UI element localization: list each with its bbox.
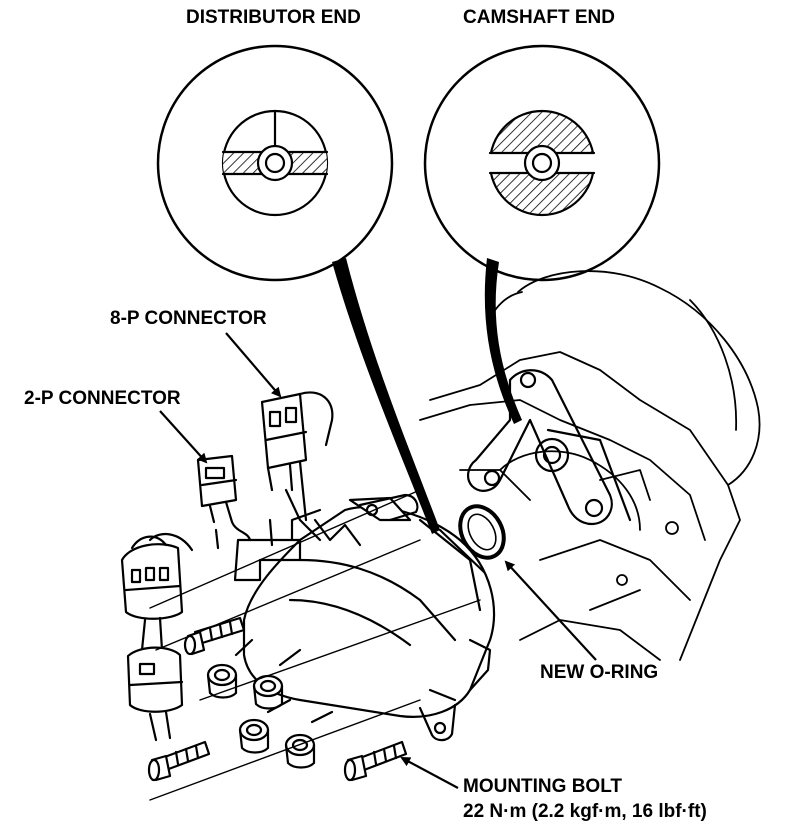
label-arrows <box>159 332 597 789</box>
arrow-o-ring <box>504 560 597 661</box>
distributor-end-label: DISTRIBUTOR END <box>186 7 361 28</box>
new-o-ring-label: NEW O-RING <box>540 662 659 683</box>
eight-pin-connector <box>260 391 334 542</box>
wiring-harness-connector-lower <box>126 646 184 742</box>
distributor-end-detail <box>156 44 394 282</box>
wiring-harness-connector-upper <box>120 532 194 652</box>
arrow-8p-connector <box>225 332 282 398</box>
camshaft-holder-bracket <box>466 369 632 526</box>
distributor-assembly <box>206 493 496 769</box>
mounting-bolt-label: MOUNTING BOLT <box>463 776 623 797</box>
two-pin-connector <box>196 454 252 542</box>
o-ring <box>458 504 506 560</box>
eight-pin-connector-label: 8-P CONNECTOR <box>110 308 267 329</box>
bolt-guide-lines <box>149 489 481 801</box>
arrow-2p-connector <box>159 410 208 464</box>
camshaft-end-detail <box>423 44 661 282</box>
cylinder-head <box>419 270 761 661</box>
two-pin-connector-label: 2-P CONNECTOR <box>24 388 181 409</box>
mounting-bolt-lower-left <box>147 740 211 782</box>
mounting-bolt-lower-right <box>343 740 408 782</box>
camshaft-end-label: CAMSHAFT END <box>463 7 615 28</box>
arrow-mounting-bolt <box>400 757 459 789</box>
mounting-bolt-upper <box>183 616 246 656</box>
detail-leader-lines <box>332 258 522 534</box>
torque-spec-label: 22 N·m (2.2 kgf·m, 16 lbf·ft) <box>463 801 707 822</box>
